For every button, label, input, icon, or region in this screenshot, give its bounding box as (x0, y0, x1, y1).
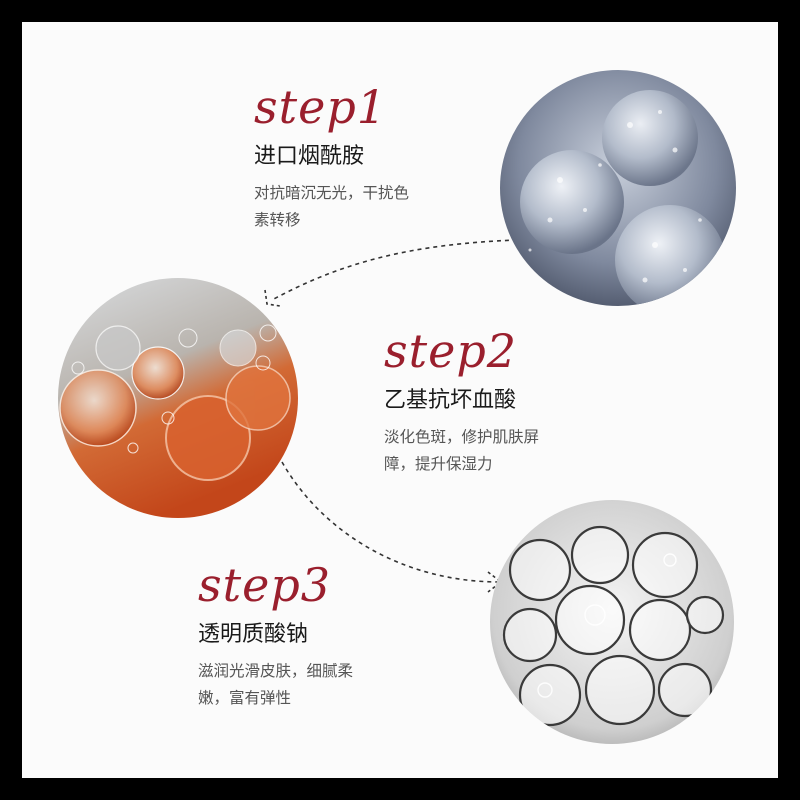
content-panel: step1 进口烟酰胺 对抗暗沉无光，干扰色 素转移 (22, 22, 778, 778)
step1-ingredient-image (500, 70, 736, 306)
connector-step1-to-step2 (271, 239, 518, 301)
step2-ingredient-image (58, 278, 298, 518)
step3-desc-line1: 滋润光滑皮肤，细腻柔 (198, 662, 354, 680)
step3-ingredient-image (490, 500, 734, 744)
step2-title: step2 (384, 324, 518, 378)
step2-desc-line2: 障，提升保湿力 (384, 455, 493, 473)
arrowhead-step2 (264, 289, 281, 307)
step1-ingredient-name: 进口烟酰胺 (254, 144, 365, 169)
step2-desc-line1: 淡化色斑，修护肌肤屏 (384, 428, 540, 446)
step1-desc-line2: 素转移 (254, 211, 301, 229)
step1-desc-line1: 对抗暗沉无光，干扰色 (254, 184, 410, 202)
step3-title: step3 (198, 558, 332, 612)
step3-description: 滋润光滑皮肤，细腻柔 嫩，富有弹性 (198, 658, 413, 712)
step1-title: step1 (254, 80, 388, 134)
step3-ingredient-name: 透明质酸钠 (198, 622, 309, 647)
step3-desc-line2: 嫩，富有弹性 (198, 689, 292, 707)
step1-description: 对抗暗沉无光，干扰色 素转移 (254, 180, 469, 234)
step2-ingredient-name: 乙基抗坏血酸 (384, 388, 517, 413)
step2-description: 淡化色斑，修护肌肤屏 障，提升保湿力 (384, 424, 599, 478)
